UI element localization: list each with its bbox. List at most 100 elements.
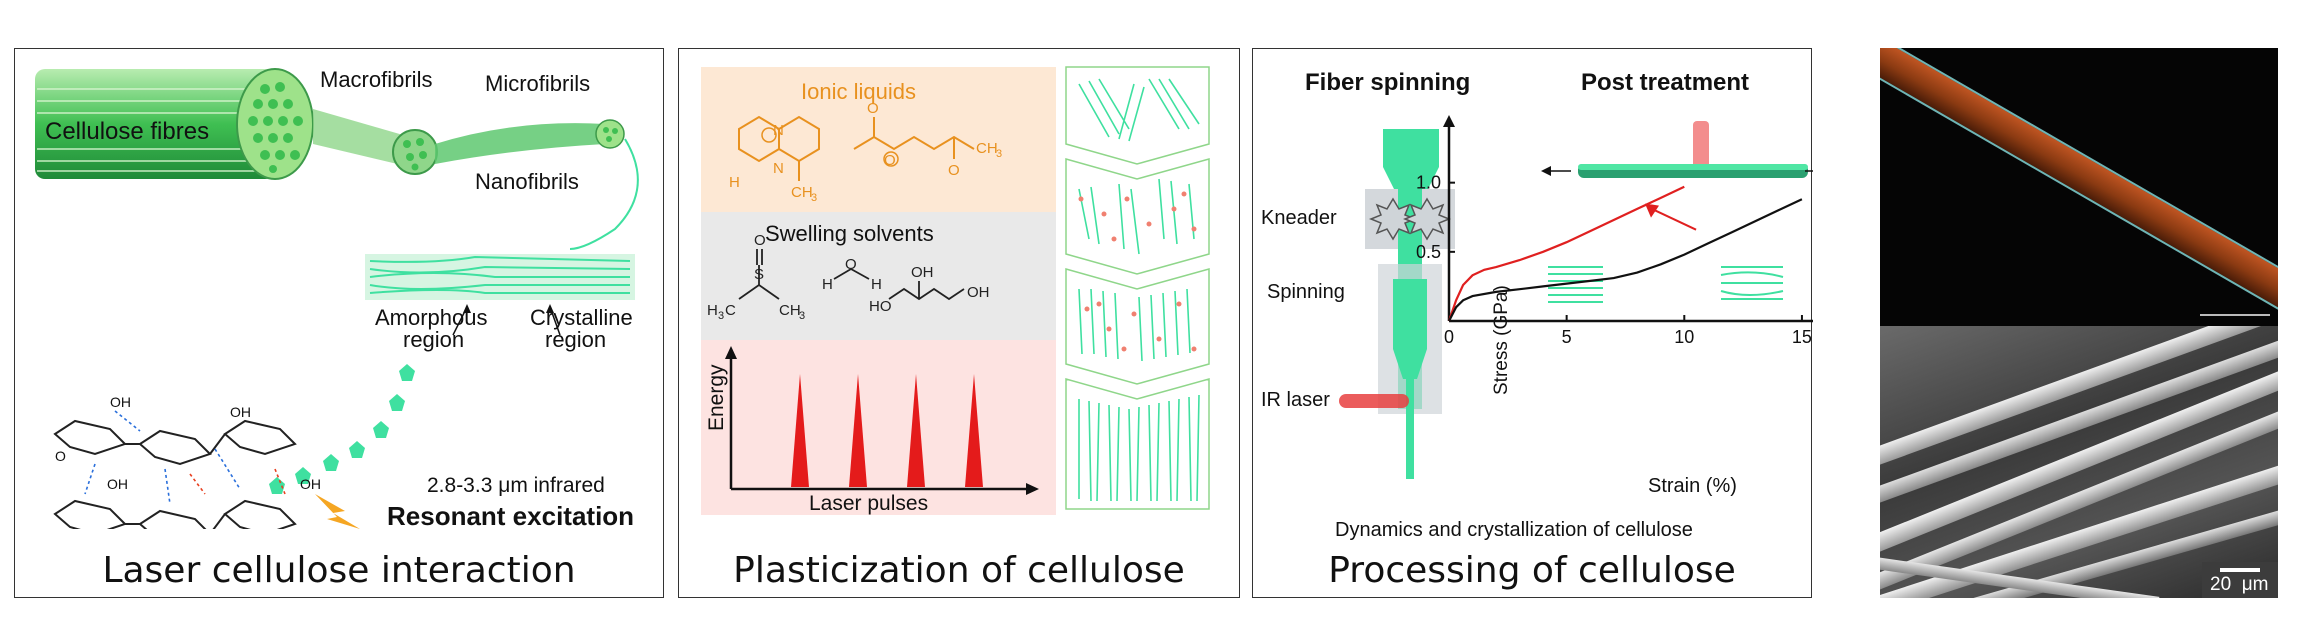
disordered-fiber-icon <box>1720 266 1784 300</box>
panel-processing: 0 5 10 15 0.5 1.0 Fiber spinning Post treatme… <box>1252 48 1813 598</box>
ionic-n-1: N <box>773 122 784 139</box>
cellulose-molecule-structure <box>53 419 297 529</box>
y-tick-label-1.0: 1.0 <box>1416 173 1441 193</box>
laser-pulse-2 <box>849 374 867 487</box>
laser-pulse-1 <box>791 374 809 487</box>
plasticization-diagram: N N H CH 3 O O O CH 3 S O H 3 C CH 3 H O… <box>701 66 1210 515</box>
label-cellulose-fibres: Cellulose fibres <box>45 118 209 145</box>
ionic-o-2: O <box>884 152 896 169</box>
post-treatment-apparatus <box>1541 121 1813 178</box>
molecule-label-oh-4: OH <box>300 476 321 492</box>
sem-scale-label: 20 μm <box>2210 574 2269 595</box>
panel-title-processing: Processing of cellulose <box>1328 550 1736 591</box>
lightning-icon <box>315 494 360 529</box>
molecule-label-oh-3: OH <box>107 476 128 492</box>
panel-plasticization: N N H CH 3 O O O CH 3 S O H 3 C CH 3 H O… <box>678 48 1240 598</box>
dmso-h3c-sub: 3 <box>718 310 724 322</box>
cellulose-fibre-body <box>35 69 275 179</box>
panel-title-plasticization: Plasticization of cellulose <box>733 550 1185 591</box>
dmso-h3c: H <box>707 302 718 319</box>
water-o: O <box>845 256 857 273</box>
microfibril <box>595 119 625 149</box>
dmso-ch3-sub: 3 <box>799 310 805 322</box>
ionic-ch3-right: CH <box>976 140 998 157</box>
micrograph-panel: 20 μm <box>1880 48 2278 598</box>
molecule-label-o-2: O <box>50 528 61 529</box>
ir-laser-beam <box>1339 394 1409 408</box>
glycerol-ho: HO <box>869 298 892 315</box>
label-laser-pulses: Laser pulses <box>809 492 929 515</box>
fiber-image-diagonal <box>1880 48 2278 326</box>
dmso-s: S <box>754 266 764 283</box>
dmso-h3c-c: C <box>725 302 736 319</box>
ionic-o-3: O <box>948 162 960 179</box>
molecule-label-oh-1: OH <box>110 394 131 410</box>
caption-dynamics: Dynamics and crystallization of cellulos… <box>1335 519 1693 541</box>
glycerol-oh-right: OH <box>967 284 990 301</box>
glycerol-oh-top: OH <box>911 264 934 281</box>
label-fiber-spinning: Fiber spinning <box>1305 69 1471 96</box>
ionic-ch3: CH <box>791 184 813 201</box>
dmso-ch3: CH <box>779 302 801 319</box>
panel-title-laser-cellulose: Laser cellulose interaction <box>102 550 576 591</box>
extruder-apparatus <box>1339 129 1455 479</box>
label-microfibrils: Microfibrils <box>485 71 590 96</box>
ionic-h: H <box>729 174 740 191</box>
label-kneader: Kneader <box>1261 207 1337 229</box>
annotation-arrowhead <box>1645 203 1659 218</box>
label-amorphous-line2: region <box>403 327 464 352</box>
laser-pulse-peaks <box>791 374 983 487</box>
stress-strain-chart: 0 5 10 15 0.5 1.0 <box>1416 115 1813 347</box>
label-swelling-solvents: Swelling solvents <box>765 221 934 246</box>
laser-pulses-box <box>701 340 1056 515</box>
panel-laser-cellulose-interaction: OH OH OH OH O O Cellulose fibres Macrofi… <box>14 48 664 598</box>
x-tick-label-0: 0 <box>1444 327 1454 347</box>
label-spinning: Spinning <box>1267 281 1345 303</box>
processing-diagram <box>1339 121 1813 479</box>
label-amorphous-line1: Amorphous <box>375 305 488 330</box>
ionic-ch3-right-sub: 3 <box>996 148 1002 160</box>
nanofibril-strand <box>569 138 639 250</box>
label-ir-laser: IR laser <box>1261 389 1330 411</box>
annotation-arrow <box>1648 206 1697 231</box>
label-energy: Energy <box>705 364 728 431</box>
label-crystalline-line2: region <box>545 327 606 352</box>
molecule-label-o-1: O <box>55 448 66 464</box>
chart-ylabel: Stress (GPa) <box>1491 285 1512 395</box>
dmso-o: O <box>754 232 766 249</box>
x-tick-label-15: 15 <box>1792 327 1812 347</box>
macrofibril-connector <box>313 109 410 167</box>
y-axis-arrow <box>1443 115 1455 127</box>
series-line-2 <box>1448 198 1803 322</box>
swelling-solvent-structures <box>738 249 965 301</box>
label-macrofibrils: Macrofibrils <box>320 67 432 92</box>
sem-scale-bar: 20 μm <box>2202 562 2278 598</box>
kneader-gear-left <box>1368 197 1418 241</box>
swelling-solvents-box <box>701 212 1056 340</box>
x-tick-label-5: 5 <box>1562 327 1572 347</box>
laser-pulse-4 <box>965 374 983 487</box>
series-line-1 <box>1447 185 1685 322</box>
label-crystalline-line1: Crystalline <box>530 305 633 330</box>
label-post-treatment: Post treatment <box>1581 69 1750 96</box>
water-h-2: H <box>871 276 882 293</box>
y-tick-label-0.5: 0.5 <box>1416 242 1441 262</box>
sem-micrograph: 20 μm <box>1880 326 2278 598</box>
ionic-o-1: O <box>867 100 879 117</box>
ionic-ch3-sub: 3 <box>811 192 817 204</box>
molecule-label-oh-2: OH <box>230 404 251 420</box>
label-nanofibrils: Nanofibrils <box>475 169 579 194</box>
ionic-liquid-structure <box>738 115 975 181</box>
ionic-n-2: N <box>773 160 784 177</box>
fiber-stage-column <box>1065 66 1210 510</box>
chart-xlabel: Strain (%) <box>1648 475 1737 497</box>
microfibril-connector <box>435 123 605 164</box>
label-infrared-range: 2.8-3.3 μm infrared <box>427 474 605 497</box>
x-tick-label-10: 10 <box>1674 327 1694 347</box>
label-ionic-liquids: Ionic liquids <box>801 79 916 104</box>
kneader-gear-right <box>1402 197 1452 241</box>
label-resonant-excitation: Resonant excitation <box>387 501 635 531</box>
hexagon-chain-icon <box>269 364 415 494</box>
fibre-hierarchy-diagram: OH OH OH OH O O Cellulose fibres Macrofi… <box>35 67 639 529</box>
optical-micrograph <box>1880 48 2278 326</box>
